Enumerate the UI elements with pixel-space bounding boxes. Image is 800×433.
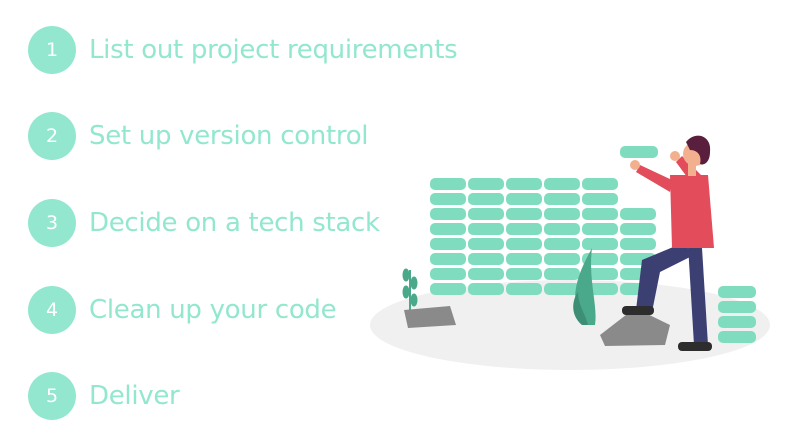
brick — [468, 178, 504, 190]
brick — [582, 223, 618, 235]
brick — [430, 253, 466, 265]
brick — [506, 193, 542, 205]
brick — [430, 193, 466, 205]
brick — [582, 208, 618, 220]
brick — [506, 223, 542, 235]
brick — [506, 238, 542, 250]
brick — [620, 223, 656, 235]
brick — [544, 193, 580, 205]
brick — [620, 238, 656, 250]
brick — [544, 253, 580, 265]
brick — [582, 178, 618, 190]
brick-stack — [718, 286, 756, 343]
brick — [468, 253, 504, 265]
small-plant-icon — [402, 268, 418, 310]
brick — [582, 238, 618, 250]
brick — [468, 208, 504, 220]
rock-right — [600, 308, 670, 346]
step-item-4: 4 Clean up your code — [28, 286, 337, 334]
step-label: Set up version control — [89, 121, 369, 151]
brick — [544, 178, 580, 190]
ground-shadow — [370, 280, 770, 370]
brick — [544, 223, 580, 235]
brick — [544, 238, 580, 250]
brick — [506, 178, 542, 190]
steps-list: 1 List out project requirements 2 Set up… — [28, 26, 458, 420]
brick — [430, 178, 466, 190]
brick — [468, 283, 504, 295]
step-label: Clean up your code — [89, 295, 337, 325]
brick-wall — [430, 178, 656, 295]
step-item-2: 2 Set up version control — [28, 112, 369, 160]
brick — [506, 268, 542, 280]
step-label: Decide on a tech stack — [89, 208, 380, 238]
brick — [430, 238, 466, 250]
brick — [544, 208, 580, 220]
step-number-badge: 1 — [28, 26, 76, 74]
step-number-badge: 3 — [28, 199, 76, 247]
brick — [430, 283, 466, 295]
builder-person-icon — [620, 135, 714, 351]
step-number-badge: 2 — [28, 112, 76, 160]
step-number-badge: 5 — [28, 372, 76, 420]
brick — [468, 268, 504, 280]
brick — [506, 283, 542, 295]
brick — [582, 193, 618, 205]
step-item-3: 3 Decide on a tech stack — [28, 199, 380, 247]
brick — [544, 283, 580, 295]
brick — [430, 268, 466, 280]
brick — [430, 208, 466, 220]
brick-wall-builder-illustration — [370, 135, 770, 370]
step-item-5: 5 Deliver — [28, 372, 180, 420]
brick — [620, 208, 656, 220]
brick — [506, 253, 542, 265]
brick — [468, 223, 504, 235]
step-number-badge: 4 — [28, 286, 76, 334]
brick — [544, 268, 580, 280]
brick — [430, 223, 466, 235]
step-label: Deliver — [89, 381, 180, 411]
brick — [468, 238, 504, 250]
brick — [506, 208, 542, 220]
rock-left — [404, 306, 456, 328]
step-item-1: 1 List out project requirements — [28, 26, 458, 74]
step-label: List out project requirements — [89, 35, 458, 65]
brick — [468, 193, 504, 205]
